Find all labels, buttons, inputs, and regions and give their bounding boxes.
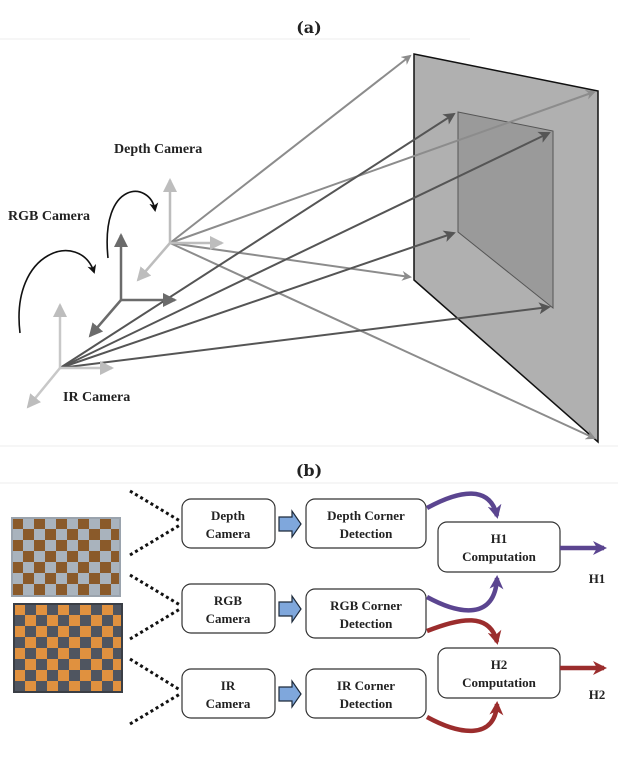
checkerboard-rgb-image	[13, 603, 123, 693]
camera-box-depth-line1: Depth	[211, 508, 246, 523]
computation-box-h2: H2 Computation	[437, 647, 561, 699]
camera-box-ir-line1: IR	[221, 678, 236, 693]
depth-camera-rays	[169, 54, 596, 440]
detection-box-depth: Depth Corner Detection	[305, 498, 427, 549]
computation-box-h1-line1: H1	[491, 531, 508, 546]
camera-box-rgb-line1: RGB	[214, 593, 243, 608]
detection-box-ir-line1: IR Corner	[337, 678, 395, 693]
rgb-to-depth-transform-arrow	[106, 190, 159, 259]
detection-box-rgb: RGB Corner Detection	[305, 588, 427, 639]
computation-box-h1-line2: Computation	[462, 549, 536, 564]
detection-box-rgb-line2: Detection	[340, 616, 393, 631]
detection-box-depth-line1: Depth Corner	[327, 508, 405, 523]
camera-box-ir: IR Camera	[181, 668, 276, 719]
output-label-h1: H1	[589, 571, 606, 586]
detection-box-ir-line2: Detection	[340, 696, 393, 711]
output-label-h2: H2	[589, 687, 606, 702]
h2-flow-arrows	[425, 618, 607, 734]
block-arrow-rgb-icon	[278, 594, 302, 624]
block-arrow-depth-icon	[278, 509, 302, 539]
ir-to-rgb-transform-arrow	[18, 249, 97, 334]
computation-box-h2-line2: Computation	[462, 675, 536, 690]
camera-box-rgb: RGB Camera	[181, 583, 276, 634]
depth-camera-axes	[136, 178, 224, 282]
checkerboard-depth-image	[11, 517, 121, 597]
depth-camera-label: Depth Camera	[114, 142, 202, 157]
h1-flow-arrows	[425, 491, 607, 613]
ir-camera-axes	[26, 303, 114, 409]
camera-box-depth: Depth Camera	[181, 498, 276, 549]
detection-box-ir: IR Corner Detection	[305, 668, 427, 719]
panel-b-title: (b)	[296, 461, 322, 480]
camera-view-lines	[129, 489, 181, 726]
rgb-camera-axes	[88, 233, 177, 338]
block-arrow-ir-icon	[278, 679, 302, 709]
computation-box-h1: H1 Computation	[437, 521, 561, 573]
computation-box-h2-line1: H2	[491, 657, 508, 672]
block-arrows	[278, 509, 302, 709]
camera-box-ir-line2: Camera	[206, 696, 251, 711]
camera-box-rgb-line2: Camera	[206, 611, 251, 626]
ir-camera-label: IR Camera	[63, 390, 130, 405]
rgb-camera-label: RGB Camera	[8, 209, 90, 224]
detection-box-rgb-line1: RGB Corner	[330, 598, 402, 613]
projection-plane	[413, 53, 599, 444]
ir-camera-rays	[59, 112, 551, 369]
detection-box-depth-line2: Detection	[340, 526, 393, 541]
camera-box-depth-line2: Camera	[206, 526, 251, 541]
panel-a-title: (a)	[296, 18, 322, 37]
